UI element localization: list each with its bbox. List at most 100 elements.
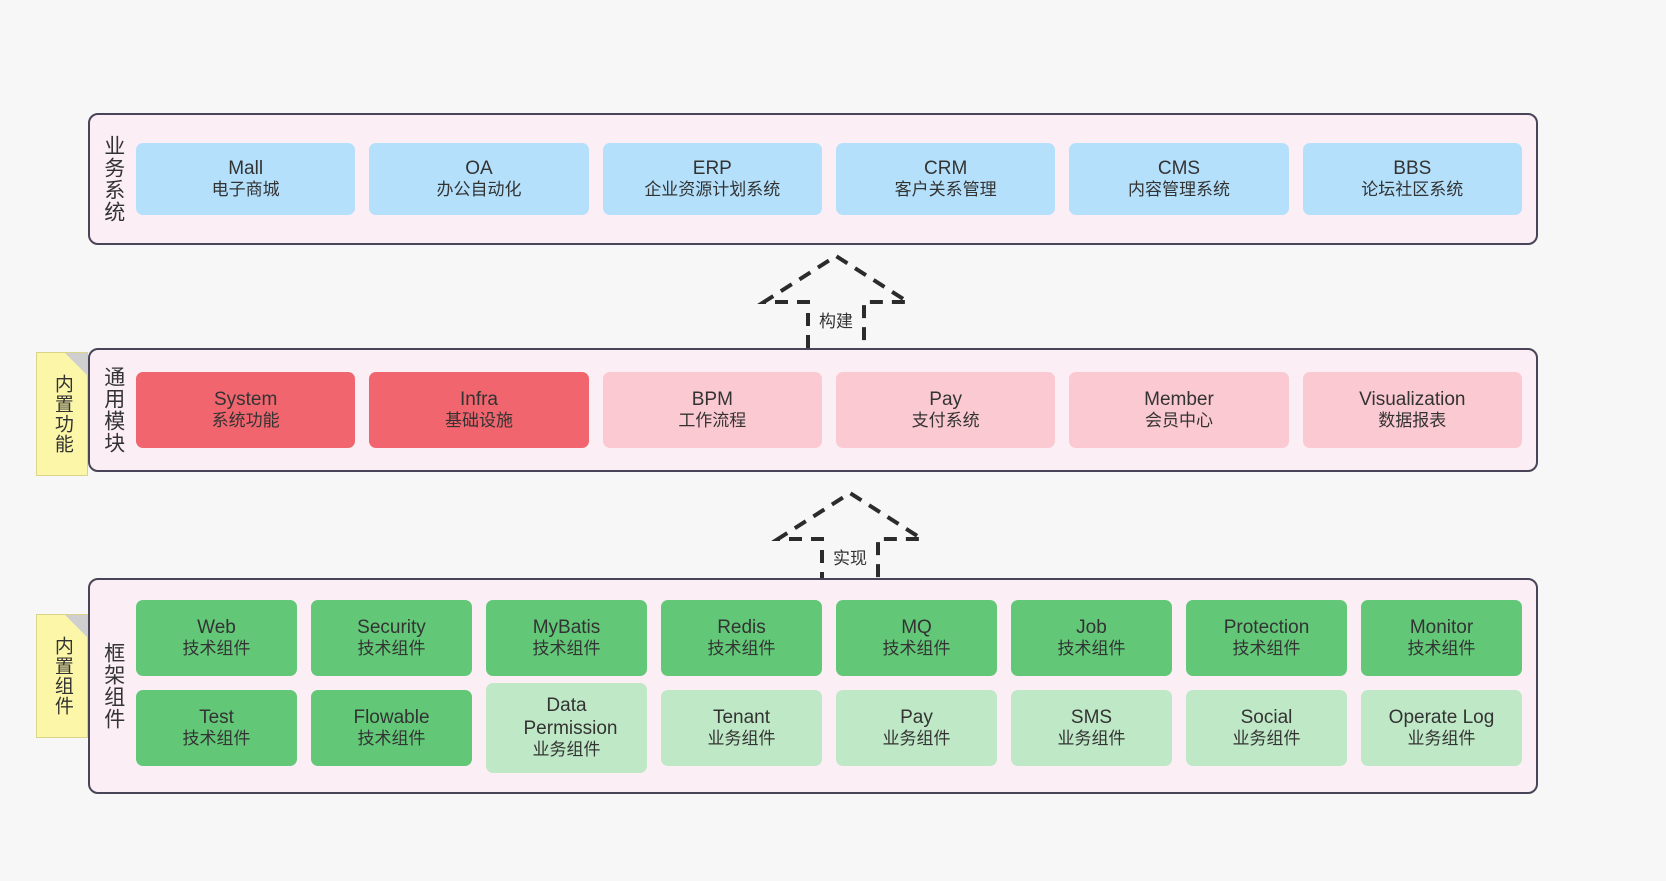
card-title: BBS — [1393, 158, 1432, 180]
layer-body-business-systems: Mall 电子商城 OA 办公自动化 ERP 企业资源计划系统 CRM 客户关系… — [136, 115, 1536, 243]
card-subtitle: 会员中心 — [1144, 411, 1213, 431]
card-title: SMS — [1070, 706, 1113, 728]
card-title: Security — [357, 616, 426, 638]
card-infra[interactable]: Infra 基础设施 — [369, 372, 589, 448]
card-crm[interactable]: CRM 客户关系管理 — [835, 143, 1056, 215]
card-title: Redis — [717, 616, 766, 638]
card-subtitle: 论坛社区系统 — [1361, 180, 1464, 200]
connector-implement: 实现 — [770, 487, 930, 585]
row-framework-technical: Web 技术组件 Security 技术组件 MyBatis 技术组件 Redi… — [136, 599, 1522, 676]
card-subtitle: 工作流程 — [678, 411, 747, 431]
card-bpm[interactable]: BPM 工作流程 — [602, 372, 822, 448]
card-social[interactable]: Social 业务组件 — [1186, 689, 1347, 766]
note-label: 内置组件 — [51, 636, 73, 716]
card-title: Pay — [929, 389, 963, 411]
card-subtitle: 技术组件 — [707, 638, 776, 658]
card-sms[interactable]: SMS 业务组件 — [1011, 689, 1172, 766]
card-subtitle: 技术组件 — [532, 638, 601, 658]
card-pay-component[interactable]: Pay 业务组件 — [836, 689, 997, 766]
card-subtitle: 基础设施 — [444, 411, 513, 431]
card-visualization[interactable]: Visualization 数据报表 — [1302, 372, 1522, 448]
dashed-hollow-arrow-up-icon — [771, 490, 929, 585]
card-bbs[interactable]: BBS 论坛社区系统 — [1302, 143, 1522, 215]
card-web[interactable]: Web 技术组件 — [136, 599, 297, 676]
layer-business-systems: 业务系统 Mall 电子商城 OA 办公自动化 ERP 企业资源计划系统 CRM… — [88, 113, 1538, 245]
card-title: Visualization — [1359, 389, 1466, 411]
card-title: CMS — [1157, 158, 1201, 180]
card-subtitle: 数据报表 — [1378, 411, 1447, 431]
layer-common-modules: 通用模块 System 系统功能 Infra 基础设施 BPM 工作流程 Pay… — [88, 348, 1538, 472]
row-business-systems: Mall 电子商城 OA 办公自动化 ERP 企业资源计划系统 CRM 客户关系… — [136, 143, 1522, 215]
card-system[interactable]: System 系统功能 — [136, 372, 356, 448]
card-monitor[interactable]: Monitor 技术组件 — [1361, 599, 1522, 676]
card-data-permission[interactable]: Data Permission 业务组件 — [486, 682, 647, 773]
card-operate-log[interactable]: Operate Log 业务组件 — [1361, 689, 1522, 766]
card-redis[interactable]: Redis 技术组件 — [661, 599, 822, 676]
card-title: Monitor — [1409, 616, 1474, 638]
layer-framework-components: 框架组件 Web 技术组件 Security 技术组件 MyBatis 技术组件… — [88, 578, 1538, 794]
card-subtitle: 系统功能 — [211, 411, 280, 431]
card-title: Data Permission — [523, 694, 618, 740]
card-mall[interactable]: Mall 电子商城 — [136, 143, 356, 215]
card-title: Protection — [1223, 616, 1310, 638]
layer-label-business-systems: 业务系统 — [101, 135, 125, 223]
card-title: Social — [1240, 706, 1293, 728]
note-fold-corner-icon — [65, 615, 87, 637]
card-erp[interactable]: ERP 企业资源计划系统 — [602, 143, 822, 215]
card-title: Web — [197, 616, 236, 638]
card-title: ERP — [692, 158, 732, 180]
card-title: Member — [1144, 389, 1214, 411]
card-cms[interactable]: CMS 内容管理系统 — [1069, 143, 1289, 215]
layer-label-common-modules: 通用模块 — [101, 366, 125, 454]
card-pay-module[interactable]: Pay 支付系统 — [835, 372, 1056, 448]
card-title: Pay — [900, 706, 933, 728]
card-subtitle: 技术组件 — [357, 728, 426, 748]
card-title: MyBatis — [532, 616, 601, 638]
card-title: CRM — [924, 158, 968, 180]
card-mybatis[interactable]: MyBatis 技术组件 — [486, 599, 647, 676]
card-protection[interactable]: Protection 技术组件 — [1186, 599, 1347, 676]
card-title: BPM — [691, 389, 733, 411]
card-title: Operate Log — [1388, 706, 1495, 728]
card-subtitle: 客户关系管理 — [894, 180, 997, 200]
connector-build: 构建 — [756, 250, 916, 348]
card-subtitle: 业务组件 — [707, 728, 776, 748]
card-tenant[interactable]: Tenant 业务组件 — [661, 689, 822, 766]
card-subtitle: 技术组件 — [182, 638, 251, 658]
note-builtin-components: 内置组件 — [36, 614, 88, 738]
card-title: Job — [1076, 616, 1107, 638]
connector-build-label: 构建 — [819, 312, 853, 331]
layer-label-framework-components: 框架组件 — [101, 642, 125, 730]
note-builtin-features: 内置功能 — [36, 352, 88, 476]
card-member[interactable]: Member 会员中心 — [1069, 372, 1289, 448]
card-title: System — [213, 389, 278, 411]
card-job[interactable]: Job 技术组件 — [1011, 599, 1172, 676]
card-mq[interactable]: MQ 技术组件 — [836, 599, 997, 676]
row-framework-business: Test 技术组件 Flowable 技术组件 Data Permission … — [136, 682, 1522, 773]
card-title: Infra — [459, 389, 498, 411]
card-oa[interactable]: OA 办公自动化 — [369, 143, 589, 215]
card-subtitle: 业务组件 — [1232, 728, 1301, 748]
card-subtitle: 技术组件 — [1232, 638, 1301, 658]
card-subtitle: 业务组件 — [532, 740, 601, 760]
card-subtitle: 技术组件 — [1057, 638, 1126, 658]
card-subtitle: 技术组件 — [882, 638, 951, 658]
card-subtitle: 技术组件 — [357, 638, 426, 658]
note-fold-corner-icon — [65, 353, 87, 375]
card-subtitle: 业务组件 — [1407, 728, 1476, 748]
layer-body-framework-components: Web 技术组件 Security 技术组件 MyBatis 技术组件 Redi… — [136, 580, 1536, 792]
card-test[interactable]: Test 技术组件 — [136, 689, 297, 766]
card-security[interactable]: Security 技术组件 — [311, 599, 472, 676]
card-subtitle: 业务组件 — [882, 728, 951, 748]
card-subtitle: 技术组件 — [1407, 638, 1476, 658]
card-subtitle: 办公自动化 — [436, 180, 522, 200]
card-flowable[interactable]: Flowable 技术组件 — [311, 689, 472, 766]
card-title: Flowable — [353, 706, 430, 728]
card-title: Test — [199, 706, 234, 728]
card-title: Tenant — [712, 706, 771, 728]
card-title: OA — [465, 158, 493, 180]
note-label: 内置功能 — [51, 374, 73, 454]
card-subtitle: 支付系统 — [911, 411, 980, 431]
card-subtitle: 电子商城 — [211, 180, 280, 200]
